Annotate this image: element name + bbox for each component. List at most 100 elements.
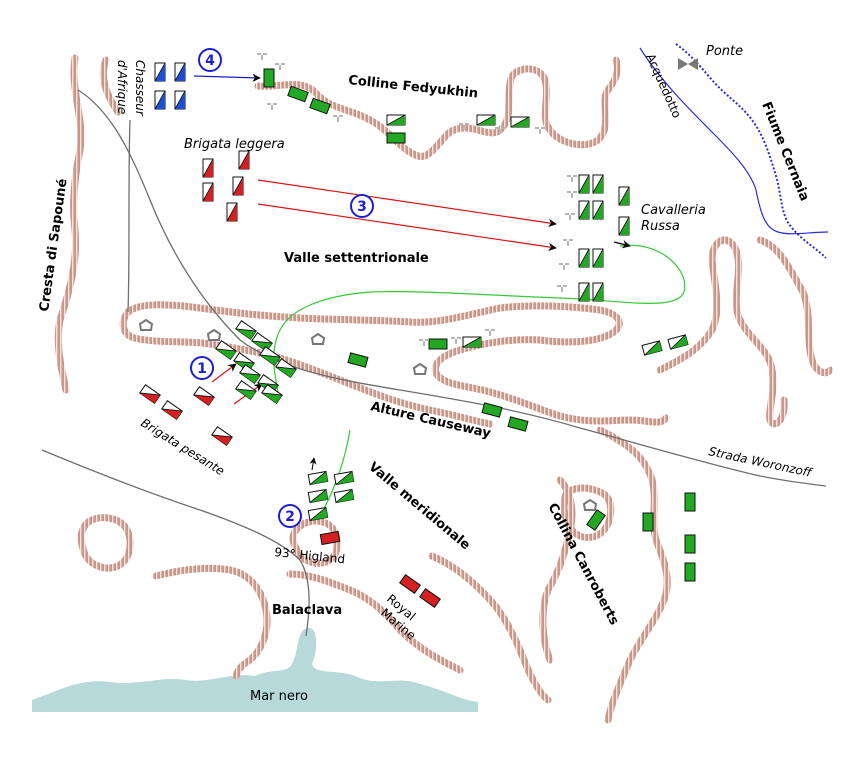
unit-rectangle-icon [211,426,233,446]
unit-rectangle-icon [399,574,421,594]
cannon-icon [485,329,495,336]
unit-rectangle-icon [239,364,261,384]
unit-rectangle-icon [174,90,186,110]
unit-rectangle-icon [202,182,214,202]
redoubts [138,318,598,511]
label-fiume-cernaia: Fiume Cernaia [758,100,811,203]
unit-rectangle-icon [307,506,329,522]
unit-rectangle-icon [202,158,214,178]
cannon-icon [257,53,267,60]
redoubt-icon [310,332,326,345]
cannon-icon [495,127,505,134]
waterways [639,43,829,259]
unit-rectangle-icon [592,282,604,302]
label-valle-settentrionale: Valle settentrionale [284,251,429,266]
unit-rectangle-icon [319,530,341,546]
unit-rectangle-icon [642,512,654,532]
unit-rectangle-icon [235,320,257,340]
cannon-icon [275,63,285,70]
unit-rectangle-icon [428,338,448,350]
marker-4: 4 [198,48,222,72]
unit-rectangle-icon [174,62,186,82]
cannon-icon [535,127,545,134]
unit-rectangle-icon [507,416,529,432]
unit-rectangle-icon [139,384,161,404]
cannon-icon [267,103,277,110]
svg-text:1: 1 [197,361,207,377]
unit-rectangle-icon [641,340,663,356]
unit-rectangle-icon [259,346,281,366]
unit-rectangle-icon [510,116,530,128]
unit-rectangle-icon [386,114,406,126]
unit-rectangle-icon [333,470,355,486]
label-fedyukhin: Colline Fedyukhin [348,73,479,102]
cannon-icon [565,213,575,220]
unit-rectangle-icon [307,488,329,504]
marker-3: 3 [350,194,374,218]
unit-rectangle-icon [154,90,166,110]
unit-rectangle-icon [161,400,183,420]
cannon-icon [451,337,461,344]
unit-rectangle-icon [578,282,590,302]
unit-rectangle-icon [592,174,604,194]
marker-1: 1 [190,356,214,380]
unit-rectangle-icon [476,114,496,126]
highland-arrow [309,457,317,471]
redoubt-icon [206,328,222,341]
unit-rectangle-icon [275,358,297,378]
cannon-icon [459,123,469,130]
unit-rectangle-icon [386,132,406,144]
redoubt-icon [582,498,598,511]
unit-rectangle-icon [287,85,309,103]
unit-rectangle-icon [586,509,606,531]
label-brigata-leggera: Brigata leggera [184,137,285,152]
unit-rectangle-icon [307,470,329,486]
unit-rectangle-icon [235,380,257,400]
unit-rectangle-icon [333,488,355,504]
cannon-icon [419,339,429,346]
unit-rectangle-icon [462,336,482,348]
unit-rectangle-icon [618,216,630,236]
redoubt-icon [138,318,154,331]
label-valle-meridionale: Valle meridionale [365,460,473,554]
roads [41,89,827,637]
cannon-icon [557,285,567,292]
bridge-icon [678,58,698,70]
unit-rectangle-icon [154,62,166,82]
svg-text:3: 3 [357,199,367,215]
label-mar-nero: Mar nero [250,689,308,704]
unit-rectangle-icon [238,150,250,170]
chasseur-arrow [193,73,261,82]
unit-rectangle-icon [578,174,590,194]
unit-rectangle-icon [347,352,369,368]
cannon-icon [567,191,577,198]
unit-rectangle-icon [684,562,696,582]
unit-rectangle-icon [193,386,215,406]
svg-text:2: 2 [285,509,295,525]
label-brigata-pesante: Brigata pesante [138,416,227,479]
unit-rectangle-icon [592,248,604,268]
unit-rectangle-icon [684,534,696,554]
cannon-icon [559,263,569,270]
unit-rectangle-icon [578,248,590,268]
unit-rectangle-icon [578,200,590,220]
label-dafrique: d'Afrique [115,60,129,114]
label-acquedotto: Acquedotto [643,52,684,121]
svg-text:4: 4 [205,53,215,69]
redoubt-icon [412,362,428,375]
unit-rectangle-icon [215,340,237,360]
unit-rectangle-icon [263,68,275,88]
unit-rectangle-icon [592,200,604,220]
unit-rectangle-icon [261,384,283,404]
unit-rectangle-icon [667,334,689,350]
cannon-icon [333,115,343,122]
russian-route [273,244,686,393]
unit-rectangle-icon [419,588,441,608]
label-russa: Russa [641,219,680,234]
label-cavalleria: Cavalleria [641,203,706,218]
markers: 4 3 1 2 [190,48,374,528]
label-woronzoff: Strada Woronzoff [707,444,814,480]
cannon-icon [567,175,577,182]
black-sea [32,627,478,712]
